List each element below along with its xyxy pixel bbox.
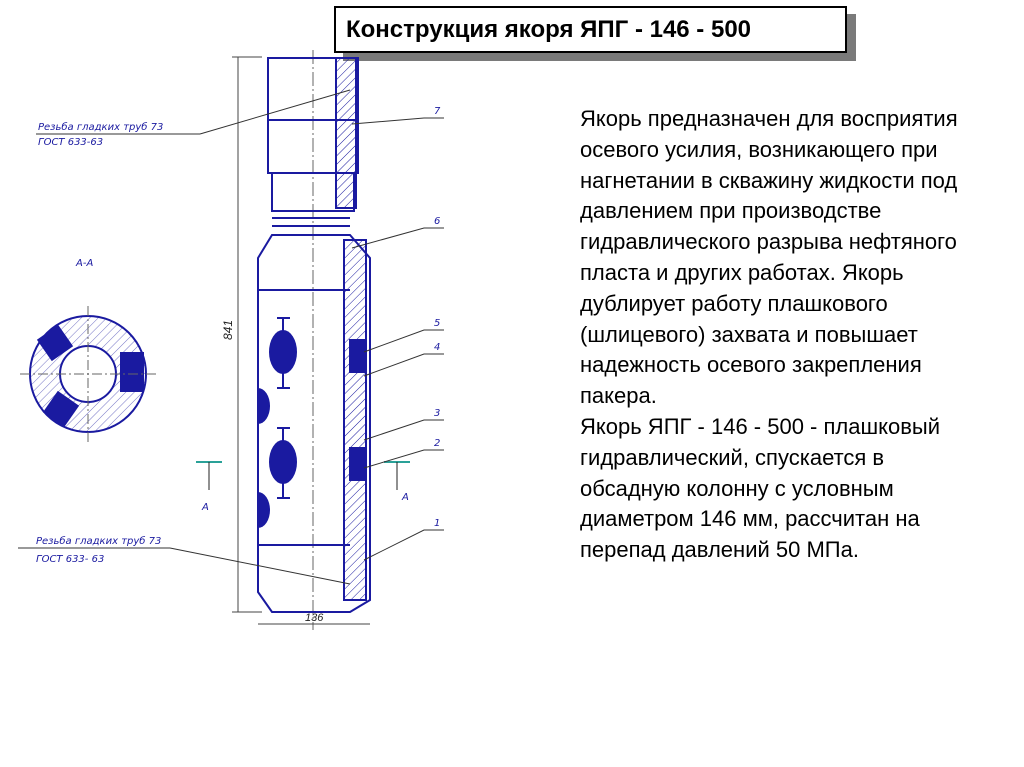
length-dim-label: 841: [221, 320, 235, 340]
callout-3: 3: [434, 408, 440, 419]
section-mark-right: А: [401, 492, 409, 503]
callout-6: 6: [434, 216, 440, 227]
callout-2: 2: [434, 438, 440, 449]
diameter-dimension: 136: [258, 612, 370, 625]
slip-upper: [269, 317, 297, 389]
callout-7: 7: [434, 106, 441, 117]
callout-1: 1: [434, 518, 440, 529]
slide-title: Конструкция якоря ЯПГ - 146 - 500: [346, 15, 752, 43]
callout-numbers: 7 6 5 4 3 2 1: [434, 106, 441, 529]
upper-coupling: [267, 57, 359, 212]
diameter-dim-label: 136: [305, 612, 324, 624]
length-dimension: 841: [221, 56, 262, 613]
thread-bottom-line2: ГОСТ 633- 63: [36, 554, 104, 565]
slip-side-halves: [258, 388, 270, 528]
section-marks: А А: [196, 461, 410, 513]
title-box: Конструкция якоря ЯПГ - 146 - 500: [334, 6, 847, 53]
section-mark-left: А: [201, 502, 209, 513]
section-view-label: А-А: [75, 258, 93, 269]
main-body: [257, 217, 371, 613]
thread-leaders: [18, 89, 351, 585]
callout-4: 4: [434, 342, 440, 353]
description-paragraph-2: Якорь ЯПГ - 146 - 500 - плашковый гидрав…: [580, 413, 941, 563]
callout-5: 5: [434, 318, 440, 329]
slip-lower: [269, 427, 297, 499]
section-view: [20, 306, 156, 442]
thread-bottom-line1: Резьба гладких труб 73: [36, 535, 161, 547]
description-text: Якорь предназначен для восприятия осевог…: [482, 104, 962, 566]
callout-leaders: [351, 117, 444, 561]
thread-top-line1: Резьба гладких труб 73: [38, 121, 163, 133]
piston-springs: [349, 339, 365, 481]
thread-top-line2: ГОСТ 633-63: [38, 137, 103, 148]
description-paragraph-1: Якорь предназначен для восприятия осевог…: [580, 106, 958, 409]
